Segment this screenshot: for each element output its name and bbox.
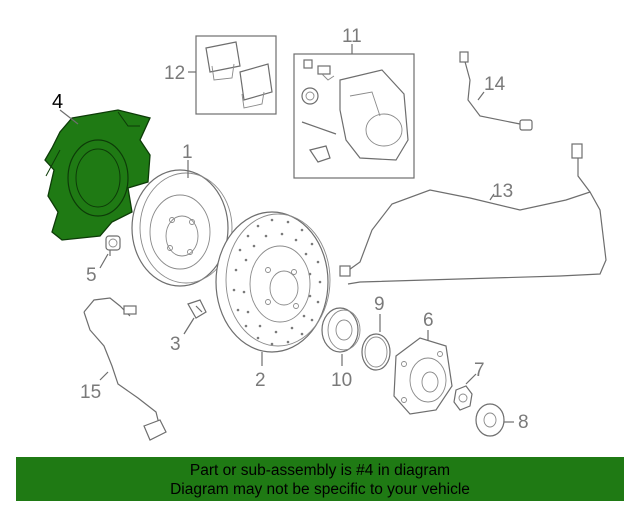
part-15-abs-sensor[interactable] [83,297,167,441]
part-9-snap-ring[interactable] [361,333,391,371]
part-2-front-rotor[interactable] [215,211,331,353]
leader-5 [99,253,109,269]
leader-15 [99,371,109,381]
leader-4 [59,109,79,125]
part-5-bolt[interactable] [105,235,121,256]
leader-3 [183,317,195,335]
part-11-caliper[interactable] [301,59,409,163]
parts-diagram: 4 5 1 3 [44,26,607,441]
leader-7 [465,373,477,385]
callout-1: 1 [182,142,193,163]
part-4-dust-shield[interactable] [44,109,151,241]
callout-15: 15 [80,382,101,403]
part-7-nut[interactable] [453,385,473,411]
info-banner-line-2: Diagram may not be specific to your vehi… [170,481,470,498]
part-14-wear-sensor[interactable] [459,51,533,131]
callout-4: 4 [52,91,63,113]
part-1-rear-rotor[interactable] [131,169,233,287]
part-11-box [293,53,415,179]
leader-13 [489,193,495,201]
part-10-bearing[interactable] [321,307,361,353]
callout-7: 7 [474,360,485,381]
callout-5: 5 [86,265,97,286]
callout-8: 8 [518,412,529,433]
callout-12: 12 [164,63,185,84]
leader-14 [477,91,485,101]
info-banner: Part or sub-assembly is #4 in diagram Di… [16,457,624,501]
part-3-screw[interactable] [187,299,207,319]
part-6-hub[interactable] [393,337,453,415]
callout-9: 9 [374,294,385,315]
part-12-box [195,35,277,115]
part-13-sensor-cable[interactable] [339,143,607,285]
callout-3: 3 [170,334,181,355]
callout-11: 11 [342,26,362,47]
callout-10: 10 [331,370,352,391]
part-12-brake-pads[interactable] [205,41,273,109]
callout-6: 6 [423,310,434,331]
callout-14: 14 [484,74,506,95]
part-8-dust-cap[interactable] [475,403,505,437]
callout-13: 13 [492,181,513,202]
callout-2: 2 [255,370,266,391]
info-banner-line-1: Part or sub-assembly is #4 in diagram [189,462,451,479]
